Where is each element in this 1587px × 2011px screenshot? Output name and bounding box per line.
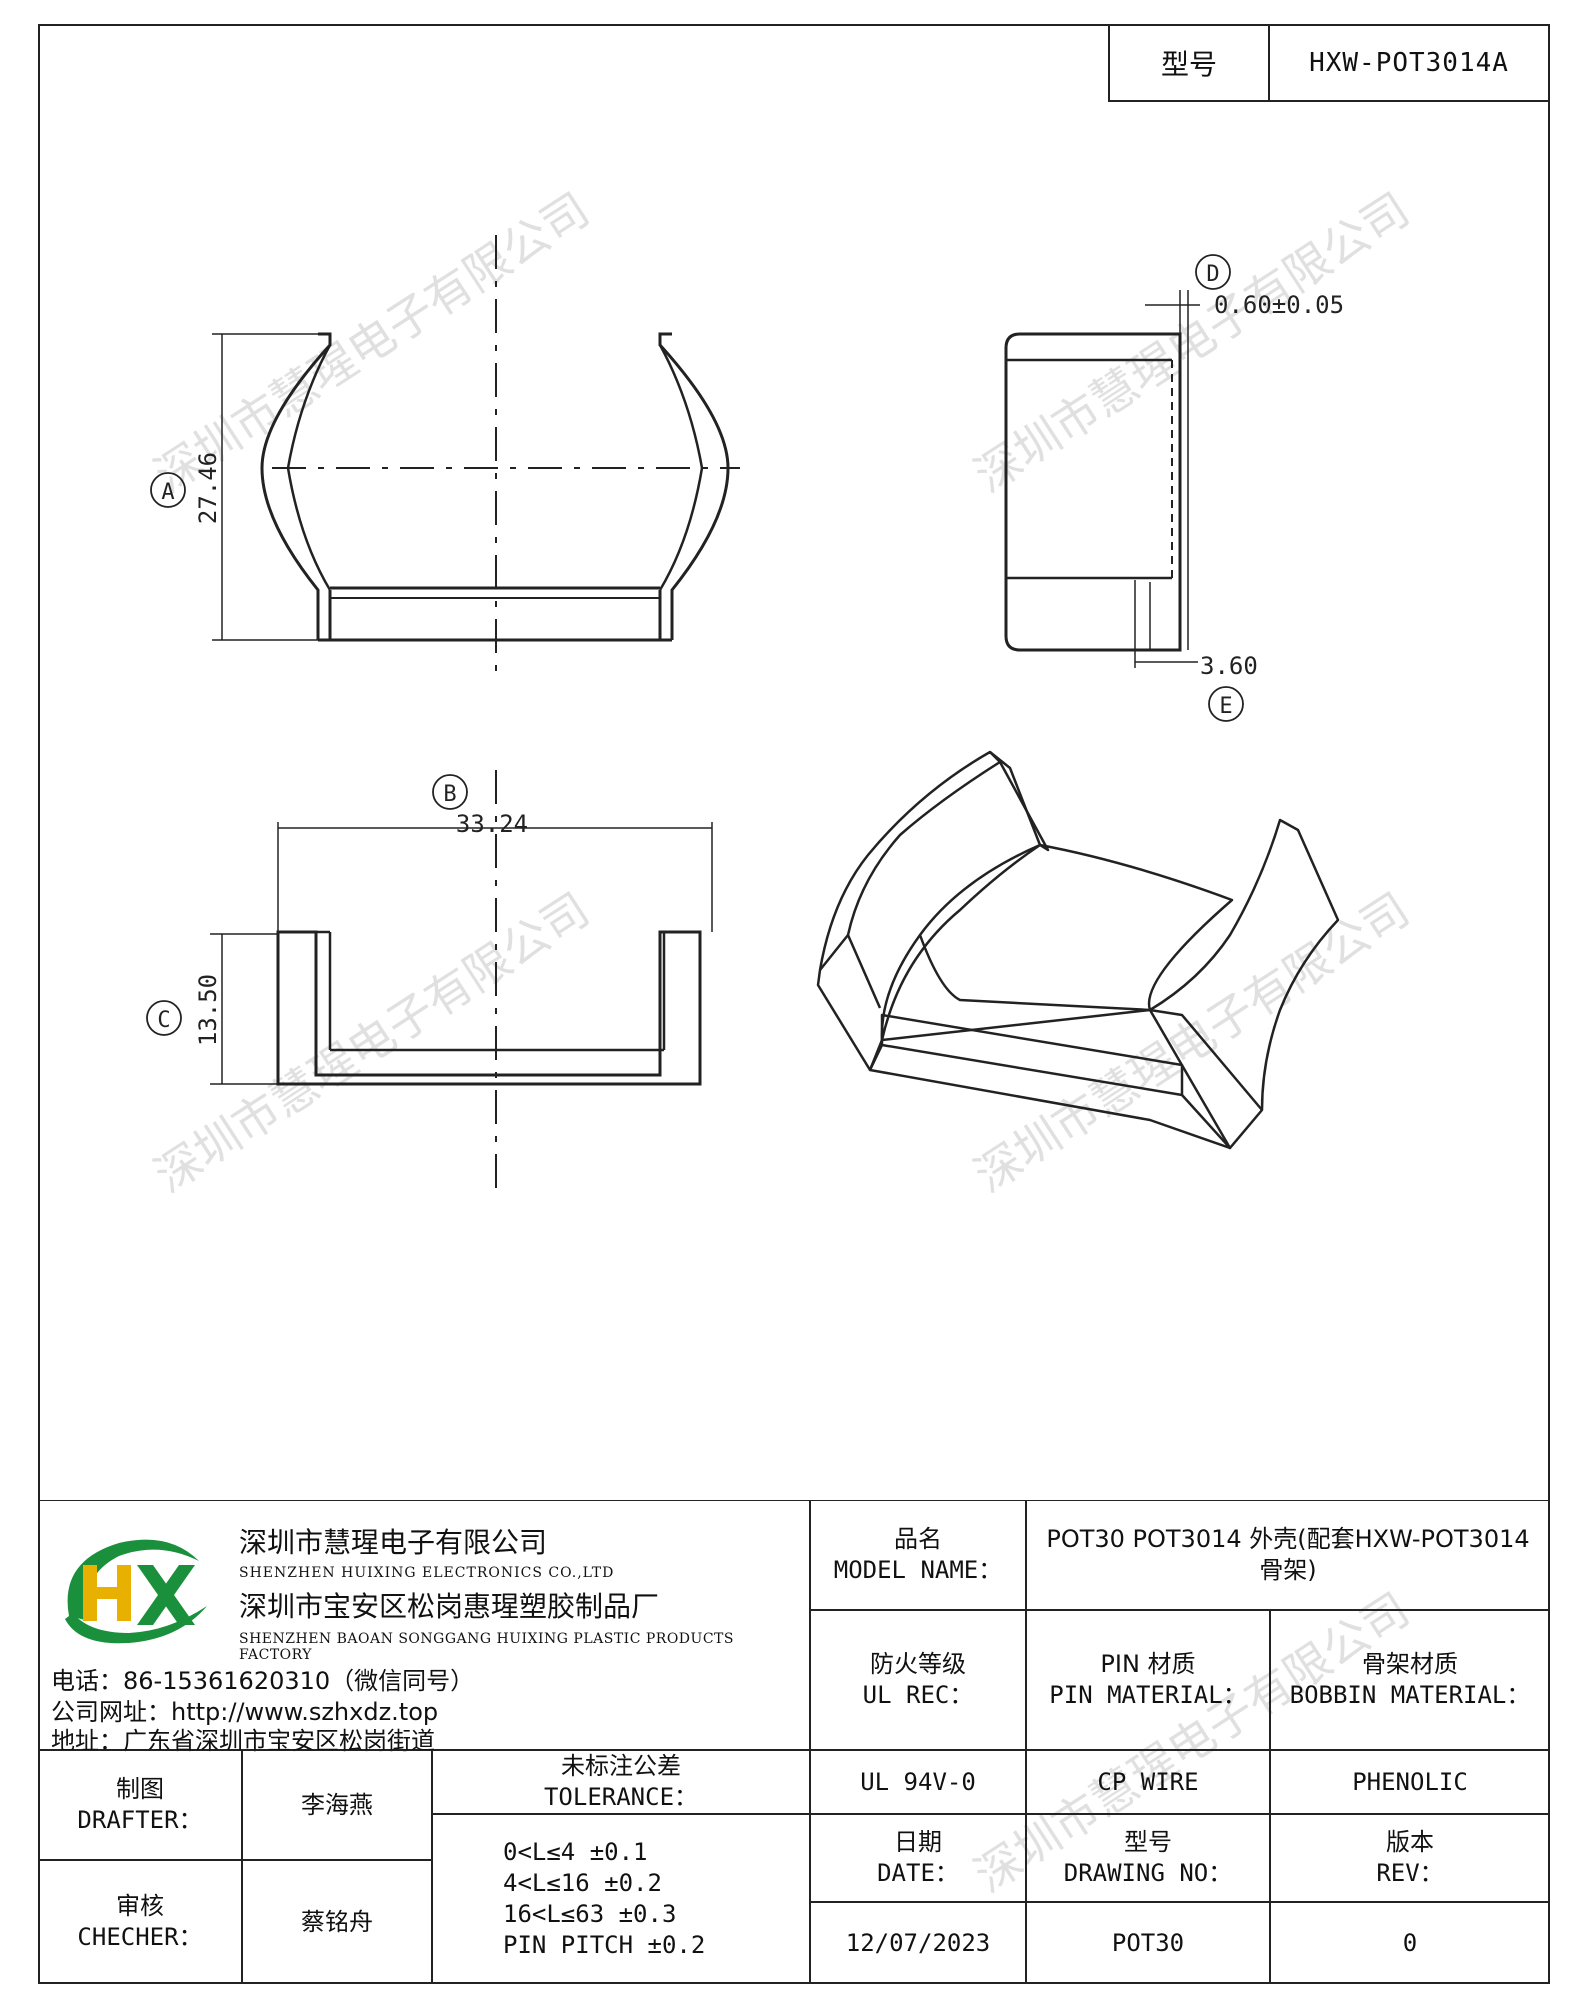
- checker-name: 蔡铭舟: [242, 1860, 432, 1984]
- company-website[interactable]: 公司网址：http://www.szhxdz.top: [51, 1698, 439, 1726]
- company-name-en: SHENZHEN HUIXING ELECTRONICS CO.,LTD: [239, 1565, 615, 1581]
- bobbin-material-en: BOBBIN MATERIAL：: [1289, 1681, 1531, 1709]
- date-en: DATE：: [877, 1859, 959, 1887]
- dim-d-value: 0.60±0.05: [1214, 291, 1344, 319]
- date-value: 12/07/2023: [810, 1902, 1026, 1984]
- bobbin-material-cn: 骨架材质: [1362, 1650, 1458, 1678]
- model-name-value-line2: 骨架): [1259, 1556, 1317, 1584]
- side-view: [1004, 254, 1244, 722]
- ul-rec-en: UL REC：: [862, 1681, 974, 1709]
- pin-material-en: PIN MATERIAL：: [1049, 1681, 1247, 1709]
- tolerance-en: TOLERANCE：: [543, 1783, 699, 1811]
- tolerance-line: 0<L≤4 ±0.1: [503, 1838, 648, 1866]
- drafter-en: DRAFTER：: [77, 1806, 203, 1834]
- tolerance-line: 16<L≤63 ±0.3: [503, 1900, 677, 1928]
- tolerance-line: 4<L≤16 ±0.2: [503, 1869, 662, 1897]
- dim-a-label: A: [161, 480, 174, 505]
- company-logo: [65, 1539, 207, 1644]
- pin-material-label: PIN 材质 PIN MATERIAL：: [1026, 1610, 1270, 1750]
- dim-b-value: 33.24: [456, 810, 528, 838]
- model-name-en: MODEL NAME：: [833, 1556, 1003, 1584]
- model-number-box: 型号 HXW-POT3014A: [1108, 24, 1550, 102]
- rev-value: 0: [1270, 1902, 1550, 1984]
- rev-en: REV：: [1376, 1859, 1444, 1887]
- model-name-label: 品名 MODEL NAME：: [810, 1500, 1026, 1610]
- pin-material-cn: PIN 材质: [1100, 1650, 1196, 1678]
- checker-cn: 审核: [116, 1892, 164, 1920]
- dim-a-value: 27.46: [194, 452, 222, 524]
- isometric-view: [816, 750, 1340, 1150]
- model-name-value: POT30 POT3014 外壳(配套HXW-POT3014 骨架): [1026, 1500, 1550, 1610]
- dim-e-label: E: [1219, 694, 1232, 719]
- bobbin-material-label: 骨架材质 BOBBIN MATERIAL：: [1270, 1610, 1550, 1750]
- drafter-name: 李海燕: [242, 1750, 432, 1860]
- dim-d-label: D: [1206, 262, 1219, 287]
- bobbin-material-value: PHENOLIC: [1270, 1750, 1550, 1814]
- ul-value: UL 94V-0: [810, 1750, 1026, 1814]
- date-cn: 日期: [894, 1828, 942, 1856]
- checker-en: CHECHER：: [77, 1923, 203, 1951]
- title-block: 深圳市慧瑆电子有限公司 SHENZHEN HUIXING ELECTRONICS…: [38, 1500, 1550, 1984]
- dim-c-value: 13.50: [194, 974, 222, 1046]
- ul-rec-label: 防火等级 UL REC：: [810, 1610, 1026, 1750]
- front-view: [146, 770, 713, 1190]
- ul-rec-cn: 防火等级: [870, 1650, 966, 1678]
- tolerance-cn: 未标注公差: [561, 1752, 681, 1780]
- dim-b-label: B: [443, 782, 456, 807]
- dim-c-label: C: [157, 1008, 170, 1033]
- tolerance-list: 0<L≤4 ±0.1 4<L≤16 ±0.2 16<L≤63 ±0.3 PIN …: [432, 1814, 810, 1984]
- model-name-value-line1: POT30 POT3014 外壳(配套HXW-POT3014: [1046, 1525, 1530, 1553]
- factory-name-en: SHENZHEN BAOAN SONGGANG HUIXING PLASTIC …: [239, 1631, 734, 1663]
- dim-e-value: 3.60: [1200, 652, 1258, 680]
- tolerance-label: 未标注公差 TOLERANCE：: [432, 1750, 810, 1814]
- drawing-no-en: DRAWING NO：: [1063, 1859, 1233, 1887]
- top-view: [150, 235, 740, 680]
- drafter-label: 制图 DRAFTER：: [38, 1750, 242, 1860]
- model-label: 型号: [1110, 26, 1270, 100]
- drawing-no-value: POT30: [1026, 1902, 1270, 1984]
- technical-drawing: A 27.46 D 0.60±0.05 3.60 E B: [146, 235, 1344, 1190]
- factory-name-cn: 深圳市宝安区松岗惠瑆塑胶制品厂: [239, 1590, 660, 1623]
- drawing-no-label: 型号 DRAWING NO：: [1026, 1814, 1270, 1902]
- checker-label: 审核 CHECHER：: [38, 1860, 242, 1984]
- drawing-no-cn: 型号: [1124, 1828, 1172, 1856]
- rev-label: 版本 REV：: [1270, 1814, 1550, 1902]
- model-name-cn: 品名: [894, 1525, 942, 1553]
- company-name-cn: 深圳市慧瑆电子有限公司: [239, 1526, 548, 1559]
- company-phone: 电话：86-15361620310（微信同号）: [51, 1667, 475, 1695]
- date-label: 日期 DATE：: [810, 1814, 1026, 1902]
- model-value: HXW-POT3014A: [1309, 48, 1509, 78]
- company-info: 深圳市慧瑆电子有限公司 SHENZHEN HUIXING ELECTRONICS…: [38, 1500, 810, 1755]
- drafter-cn: 制图: [116, 1775, 164, 1803]
- pin-material-value: CP WIRE: [1026, 1750, 1270, 1814]
- tolerance-line: PIN PITCH ±0.2: [503, 1931, 706, 1959]
- rev-cn: 版本: [1386, 1828, 1434, 1856]
